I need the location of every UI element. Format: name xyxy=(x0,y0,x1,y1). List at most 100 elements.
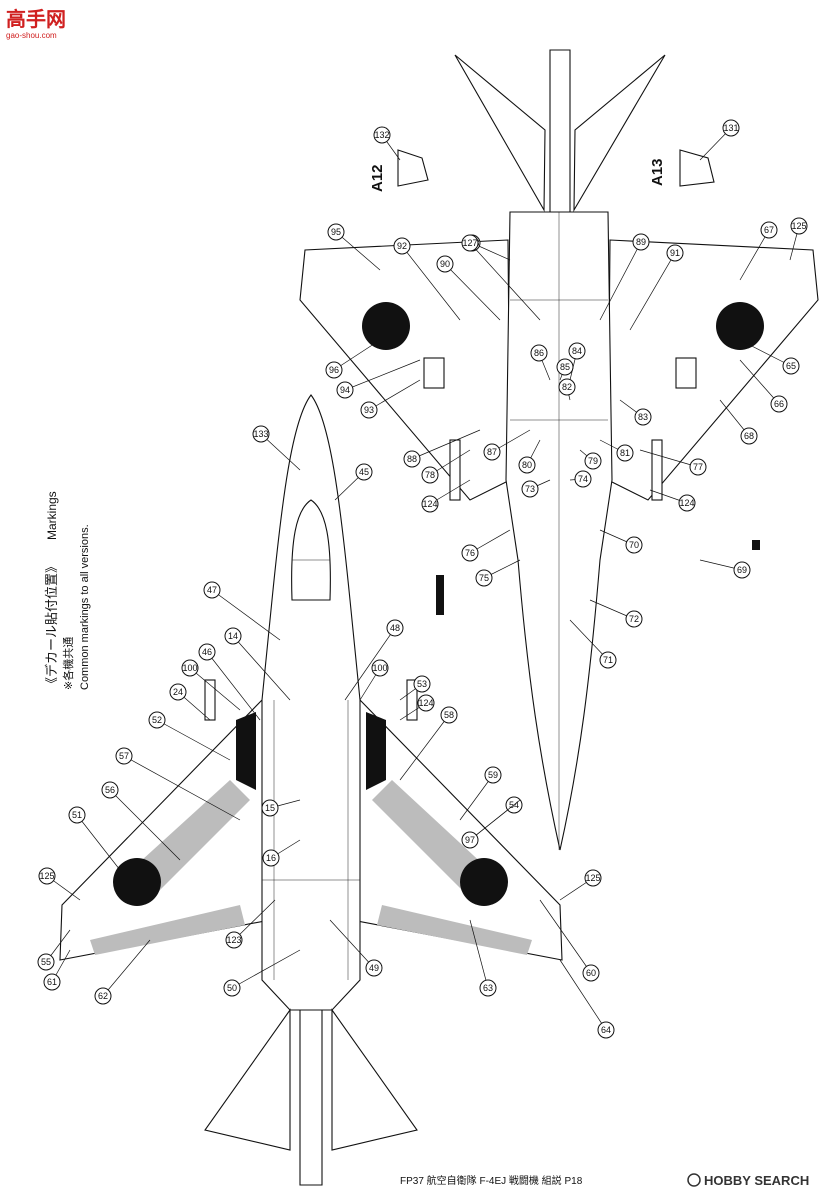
callout-circle xyxy=(740,427,758,445)
bottom-callout-89: 89 xyxy=(599,233,650,321)
intake-panel-left xyxy=(236,712,256,790)
bottom-callout-96: 96 xyxy=(325,339,381,379)
leader-line xyxy=(335,231,381,271)
callout-number: 60 xyxy=(586,968,596,978)
callout-circle xyxy=(440,706,458,724)
callout-number: 63 xyxy=(483,983,493,993)
callout-circle xyxy=(483,443,501,461)
callout-circle xyxy=(181,659,199,677)
leader-line xyxy=(231,949,301,989)
callout-number: 58 xyxy=(444,710,454,720)
callout-number: 61 xyxy=(47,977,57,987)
bottom-callout-132: 132 xyxy=(373,126,401,161)
callout-number: 124 xyxy=(679,498,694,508)
callout-number: 73 xyxy=(525,484,535,494)
leader-line xyxy=(344,627,396,701)
callout-circle xyxy=(365,959,383,977)
callout-number: 69 xyxy=(737,565,747,575)
logo-text: 高手网 xyxy=(6,7,66,31)
leader-line xyxy=(329,919,375,969)
callout-circle xyxy=(678,494,696,512)
right-stabilizer-top xyxy=(331,1008,418,1151)
callout-number: 59 xyxy=(488,770,498,780)
callout-number: 74 xyxy=(578,474,588,484)
right-stabilizer-bottom xyxy=(573,54,666,213)
callout-circle xyxy=(252,425,270,443)
callout-circle xyxy=(521,480,539,498)
leader-line xyxy=(469,799,521,841)
left-stabilizer-bottom xyxy=(454,54,546,213)
callout-circle xyxy=(336,381,354,399)
callout-number: 80 xyxy=(522,460,532,470)
leader-line xyxy=(469,242,541,321)
tail-top xyxy=(299,1009,323,1186)
top-callout-58: 58 xyxy=(399,706,458,781)
callout-circle xyxy=(37,953,55,971)
top-callout-55: 55 xyxy=(37,929,71,971)
top-callout-14: 14 xyxy=(224,627,291,701)
callout-circle xyxy=(417,694,435,712)
callout-number: 56 xyxy=(105,785,115,795)
bottom-callout-124: 124 xyxy=(649,489,696,512)
callout-number: 78 xyxy=(425,470,435,480)
callout-circle xyxy=(574,470,592,488)
hinomaru-bottom-left xyxy=(362,302,410,350)
top-callout-125: 125 xyxy=(559,869,602,901)
callout-circle xyxy=(760,221,778,239)
callout-circle xyxy=(530,344,548,362)
gear-left xyxy=(423,357,445,389)
bottom-callout-124: 124 xyxy=(421,479,471,513)
bottom-callout-92: 92 xyxy=(393,237,461,321)
bottom-callout-125: 125 xyxy=(789,217,808,261)
callout-number: 125 xyxy=(39,871,54,881)
callout-number: 133 xyxy=(253,429,268,439)
bottom-callout-82: 82 xyxy=(558,378,576,401)
leader-line xyxy=(444,263,501,321)
callout-circle xyxy=(689,458,707,476)
callout-number: 88 xyxy=(407,454,417,464)
top-callout-49: 49 xyxy=(329,919,383,977)
leader-line xyxy=(333,339,381,371)
bottom-callout-73: 73 xyxy=(521,479,551,498)
hinomaru-right-wing xyxy=(460,858,508,906)
callouts: 4547481446100245257565112555616212316155… xyxy=(37,119,808,1039)
bottom-callout-66: 66 xyxy=(739,359,788,413)
callout-number: 49 xyxy=(369,963,379,973)
pylon-right xyxy=(406,679,418,721)
top-callout-53: 53 xyxy=(399,675,431,701)
callout-number: 82 xyxy=(562,382,572,392)
callout-number: 96 xyxy=(329,365,339,375)
pylon-left xyxy=(204,679,216,721)
leader-line xyxy=(469,919,489,989)
leader-line xyxy=(559,959,607,1031)
callout-number: 77 xyxy=(693,462,703,472)
callout-number: 131 xyxy=(723,123,738,133)
callout-number: 124 xyxy=(418,698,433,708)
leader-line xyxy=(156,719,231,761)
small-decal xyxy=(752,540,760,550)
callout-number: 70 xyxy=(629,540,639,550)
ref-label-a12: A12 xyxy=(369,164,386,192)
bottom-callout-69: 69 xyxy=(699,559,751,579)
callout-number: 124 xyxy=(422,499,437,509)
leader-line xyxy=(206,651,261,721)
callout-number: 15 xyxy=(265,803,275,813)
aircraft-bottom-view xyxy=(299,49,819,851)
callout-circle xyxy=(148,711,166,729)
callout-circle xyxy=(198,643,216,661)
callout-number: 100 xyxy=(372,663,387,673)
bottom-callout-70: 70 xyxy=(599,529,643,554)
callout-circle xyxy=(224,627,242,645)
callout-number: 123 xyxy=(226,935,241,945)
bottom-callout-83: 83 xyxy=(619,399,652,426)
callout-number: 65 xyxy=(786,361,796,371)
top-callout-45: 45 xyxy=(334,463,373,501)
hinomaru-bottom-right xyxy=(716,302,764,350)
callout-number: 68 xyxy=(744,431,754,441)
callout-circle xyxy=(461,544,479,562)
leader-line xyxy=(459,774,494,821)
callout-circle xyxy=(261,799,279,817)
watermark-logo: 高手网 gao-shou.com xyxy=(6,7,66,40)
fin-decal-a13 xyxy=(679,149,715,187)
